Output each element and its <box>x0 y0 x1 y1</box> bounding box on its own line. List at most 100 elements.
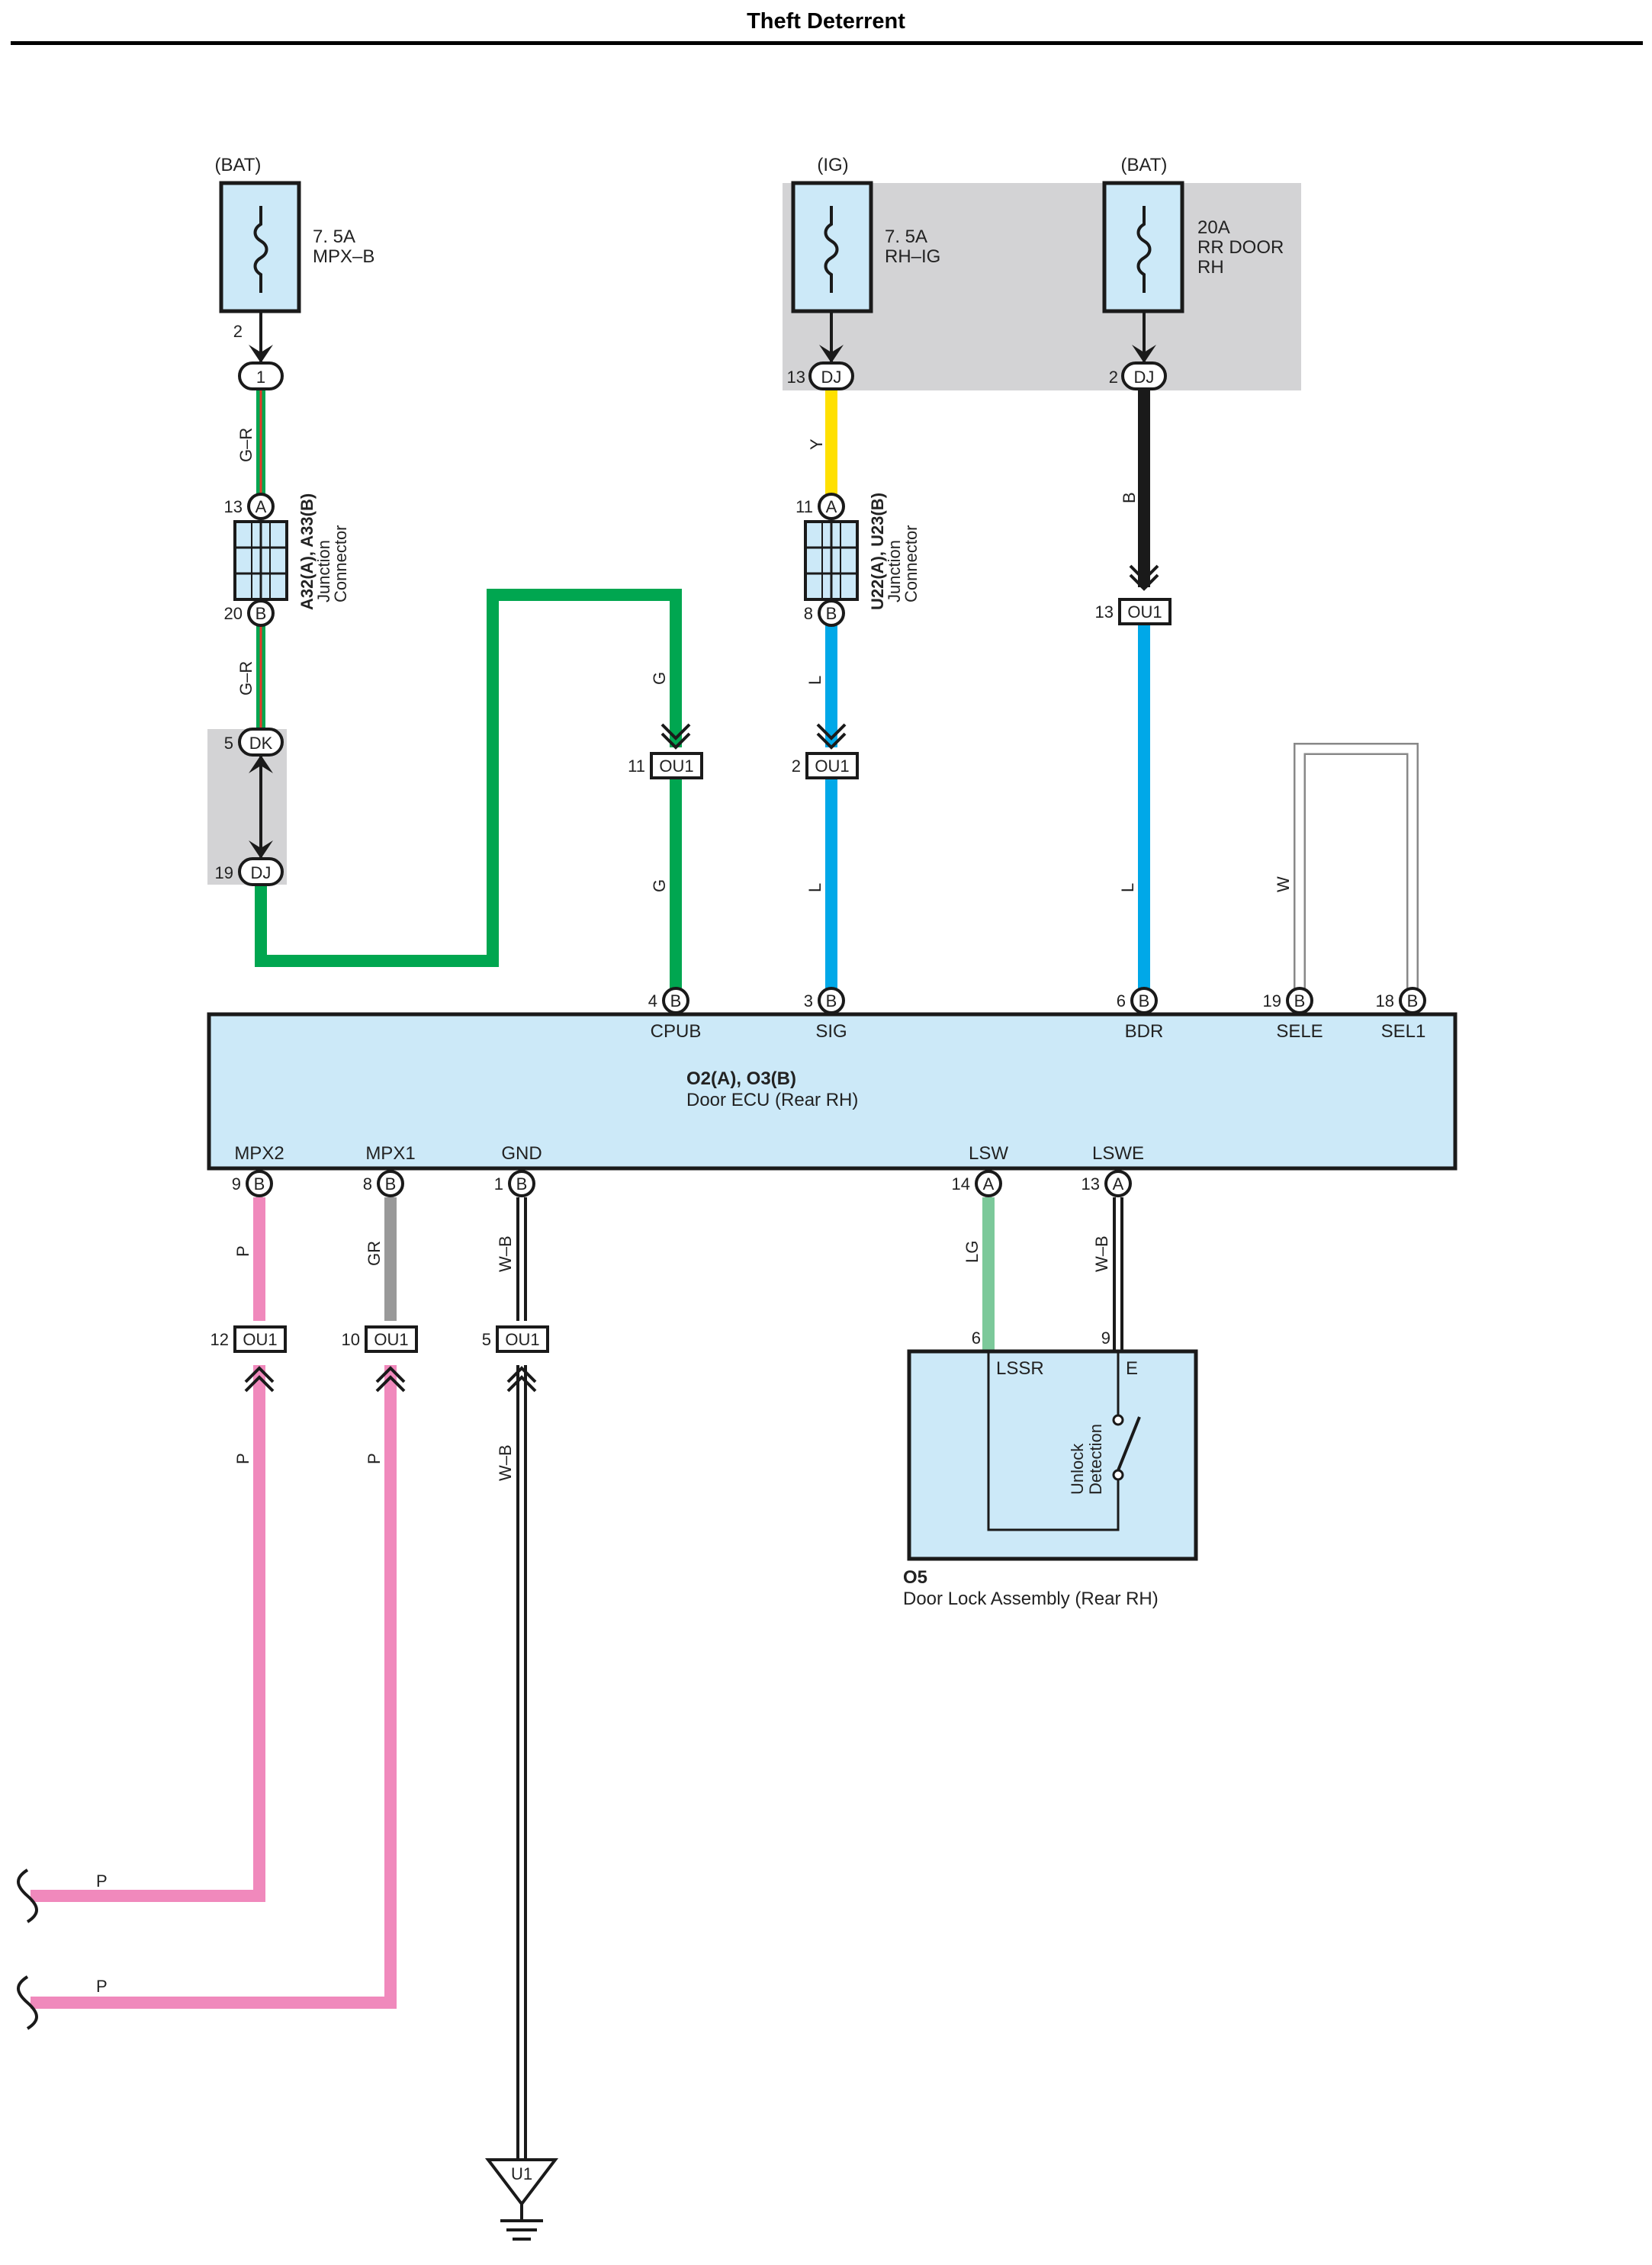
terminal-b-gnd: B <box>508 1170 535 1197</box>
door-lock-id: O5 <box>903 1567 927 1588</box>
arrow-down-icon <box>1132 345 1156 363</box>
svg-text:11: 11 <box>795 497 813 516</box>
connector-1: 1 <box>238 361 284 390</box>
svg-text:6: 6 <box>1117 991 1126 1010</box>
switch-symbol-icon <box>1117 1416 1141 1471</box>
junction-connector-id: A32(A), A33(B) <box>297 493 317 610</box>
svg-text:1: 1 <box>494 1174 503 1194</box>
fuse-name-2: RH <box>1197 257 1224 278</box>
svg-text:A: A <box>983 1174 995 1194</box>
connector-ou1-10: OU1 <box>365 1325 418 1353</box>
chevron-up-icon <box>506 1366 537 1393</box>
svg-text:P: P <box>233 1245 252 1257</box>
svg-text:LG: LG <box>963 1241 982 1263</box>
door-lock-terminal-e: E <box>1126 1358 1138 1379</box>
fuse-symbol-icon <box>253 206 268 293</box>
svg-text:OU1: OU1 <box>815 757 849 776</box>
door-lock-terminal-lssr: LSSR <box>996 1358 1044 1379</box>
junction-connector-desc: Junction <box>314 540 333 602</box>
svg-text:B: B <box>670 991 682 1010</box>
svg-text:OU1: OU1 <box>1127 602 1162 622</box>
svg-text:3: 3 <box>804 991 813 1010</box>
switch-contact <box>1112 1469 1124 1481</box>
svg-text:13: 13 <box>224 497 243 516</box>
fuse-name: RR DOOR <box>1197 237 1284 258</box>
connector-ou1-13: OU1 <box>1118 598 1172 625</box>
ecu-terminal-lswe: LSWE <box>1092 1143 1144 1164</box>
door-lock-name: Door Lock Assembly (Rear RH) <box>903 1589 1159 1609</box>
svg-text:B: B <box>516 1174 528 1194</box>
fuse-rating: 7. 5A <box>313 226 355 247</box>
svg-text:DJ: DJ <box>1134 368 1155 387</box>
chevron-down-icon <box>816 723 847 750</box>
svg-text:11: 11 <box>628 757 645 776</box>
connector-ou1-2: OU1 <box>805 752 859 779</box>
svg-text:19: 19 <box>1263 991 1281 1010</box>
door-ecu: O2(A), O3(B) Door ECU (Rear RH) CPUB SIG… <box>207 1012 1458 1171</box>
svg-text:14: 14 <box>952 1174 970 1194</box>
svg-text:1: 1 <box>256 368 265 387</box>
svg-text:6: 6 <box>972 1328 981 1348</box>
svg-text:A: A <box>256 497 267 516</box>
connector-ou1-12: OU1 <box>233 1325 287 1353</box>
terminal-b-sig: B <box>818 987 845 1014</box>
svg-text:W: W <box>1274 876 1293 892</box>
svg-text:W–B: W–B <box>496 1444 515 1481</box>
svg-text:L: L <box>805 676 824 685</box>
ecu-terminal-gnd: GND <box>501 1143 542 1164</box>
svg-text:Y: Y <box>807 439 826 450</box>
fuse-symbol-icon <box>1136 206 1152 293</box>
fuse-rr-door-rh: (BAT) 20A RR DOOR RH <box>1102 155 1284 313</box>
fuse-source-label: (BAT) <box>1121 155 1168 175</box>
fuse-rating: 20A <box>1197 217 1230 238</box>
svg-text:2: 2 <box>233 322 243 341</box>
fuse-rating: 7. 5A <box>885 226 927 247</box>
wire-w <box>1294 743 1419 988</box>
ecu-terminal-sel1: SEL1 <box>1381 1021 1426 1042</box>
svg-text:DJ: DJ <box>821 368 842 387</box>
svg-text:G: G <box>650 672 669 685</box>
svg-text:12: 12 <box>211 1330 229 1349</box>
arrow-down-icon <box>819 345 844 363</box>
terminal-b-sele: B <box>1286 987 1313 1014</box>
arrow-down-icon <box>249 345 273 363</box>
svg-text:P: P <box>233 1453 252 1464</box>
terminal-b-mpx1: B <box>377 1170 404 1197</box>
ecu-box <box>207 1012 1458 1171</box>
svg-text:G: G <box>650 879 669 892</box>
connector-dk: DK <box>238 728 284 757</box>
fuse-symbol-icon <box>824 206 839 293</box>
ecu-terminal-lsw: LSW <box>969 1143 1008 1164</box>
terminal-a-jc2: A <box>818 493 845 520</box>
svg-text:L: L <box>1118 883 1137 892</box>
page-title: Theft Deterrent <box>747 9 905 34</box>
svg-text:19: 19 <box>215 863 233 882</box>
ecu-terminal-sele: SELE <box>1276 1021 1323 1042</box>
terminal-b-cpub: B <box>662 987 689 1014</box>
wire-w-inner <box>1295 744 1417 988</box>
svg-text:5: 5 <box>224 734 233 753</box>
svg-text:B: B <box>1139 991 1150 1010</box>
svg-text:G–R: G–R <box>236 428 256 462</box>
svg-text:A: A <box>1113 1174 1124 1194</box>
svg-text:W–B: W–B <box>1092 1235 1111 1272</box>
svg-text:OU1: OU1 <box>505 1330 539 1349</box>
svg-text:A: A <box>826 497 837 516</box>
junction-connector-desc: Connector <box>331 525 350 602</box>
terminal-b-mpx2: B <box>246 1170 273 1197</box>
terminal-a-lsw: A <box>975 1170 1002 1197</box>
junction-connector-a32-a33: A32(A), A33(B) Junction Connector <box>233 493 350 610</box>
svg-text:DK: DK <box>249 734 273 753</box>
chevron-up-icon <box>375 1366 406 1393</box>
svg-text:B: B <box>254 1174 265 1194</box>
svg-text:GR: GR <box>365 1241 384 1266</box>
fuse-mpx-b: (BAT) 7. 5A MPX–B <box>215 155 374 313</box>
switch-label: Unlock <box>1068 1443 1087 1495</box>
svg-text:B: B <box>826 604 837 623</box>
ecu-name: Door ECU (Rear RH) <box>686 1090 858 1110</box>
svg-text:B: B <box>1294 991 1306 1010</box>
switch-label: Detection <box>1086 1424 1105 1495</box>
svg-text:4: 4 <box>648 991 657 1010</box>
wire-break-icon <box>17 1868 38 1923</box>
ecu-terminal-sig: SIG <box>815 1021 847 1042</box>
